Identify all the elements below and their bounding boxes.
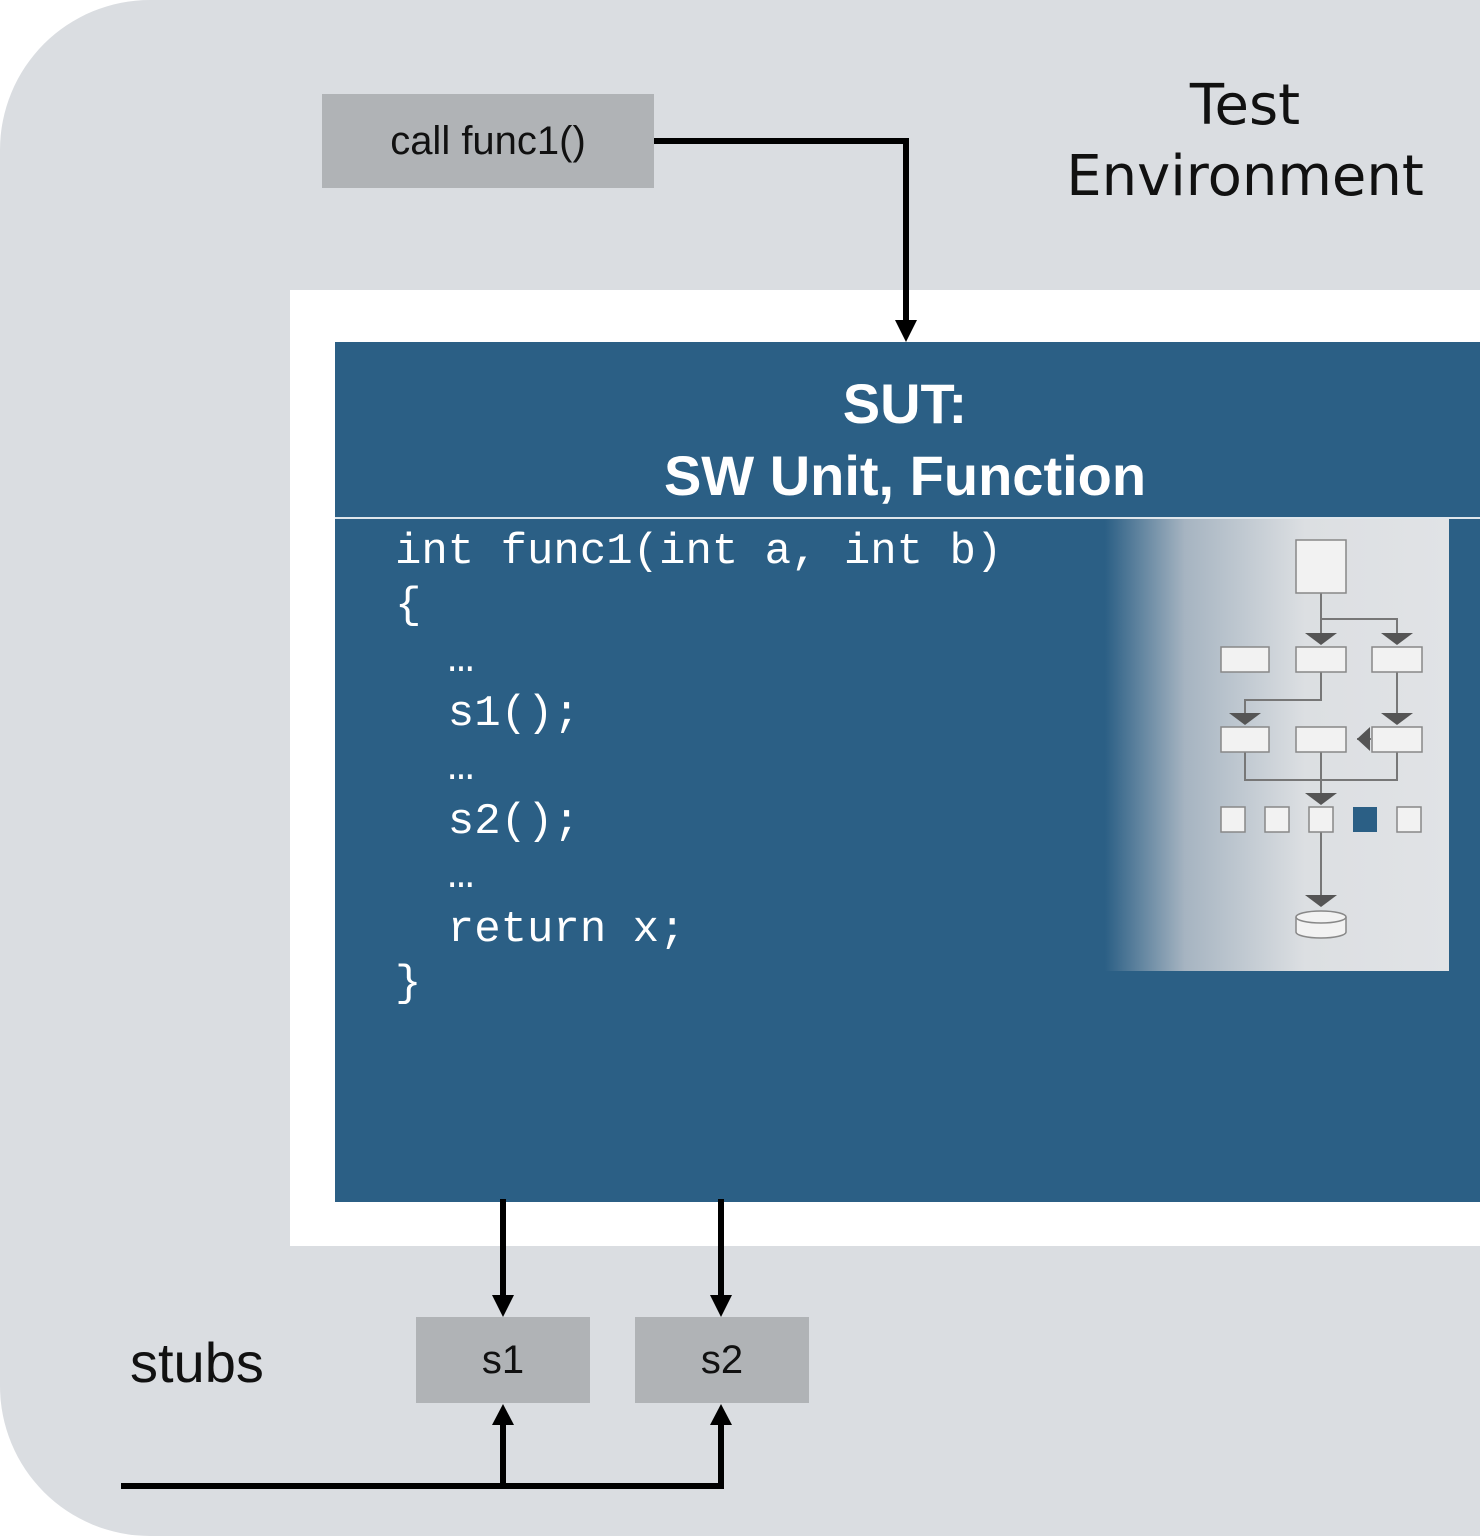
control-flow-graph-icon bbox=[1220, 539, 1423, 939]
code-line: … bbox=[395, 743, 475, 793]
stub-s1-label: s1 bbox=[481, 1337, 525, 1382]
stub-s2: s2 bbox=[635, 1317, 809, 1403]
code-line: { bbox=[395, 581, 422, 631]
code-listing: int func1(int a, int b){ … s1(); … s2();… bbox=[395, 525, 1002, 1011]
call-func1-label: call func1() bbox=[390, 118, 586, 163]
call-func1-box: call func1() bbox=[322, 94, 654, 188]
environment-title-line2: Environment bbox=[1066, 144, 1424, 209]
arrowhead bbox=[492, 1295, 514, 1317]
arrowhead bbox=[710, 1295, 732, 1317]
code-line: … bbox=[395, 851, 475, 901]
arrowhead bbox=[895, 320, 917, 342]
arrowhead bbox=[492, 1404, 514, 1425]
arrowhead bbox=[710, 1404, 732, 1425]
stub-feed-line bbox=[121, 1423, 724, 1489]
stub-s2-label: s2 bbox=[700, 1337, 744, 1382]
sut-separator bbox=[335, 517, 1480, 519]
highlighted-square bbox=[1353, 807, 1377, 832]
environment-title: Test Environment bbox=[1060, 70, 1430, 212]
stub-s1: s1 bbox=[416, 1317, 590, 1403]
call-arrow bbox=[654, 138, 909, 324]
code-line: } bbox=[395, 959, 422, 1009]
stubs-label: stubs bbox=[130, 1331, 264, 1394]
code-line: return x; bbox=[395, 905, 686, 955]
code-line: … bbox=[395, 635, 475, 685]
code-line: s1(); bbox=[395, 689, 580, 739]
environment-title-line1: Test bbox=[1189, 73, 1301, 138]
code-line: s2(); bbox=[395, 797, 580, 847]
code-line: int func1(int a, int b) bbox=[395, 527, 1003, 577]
